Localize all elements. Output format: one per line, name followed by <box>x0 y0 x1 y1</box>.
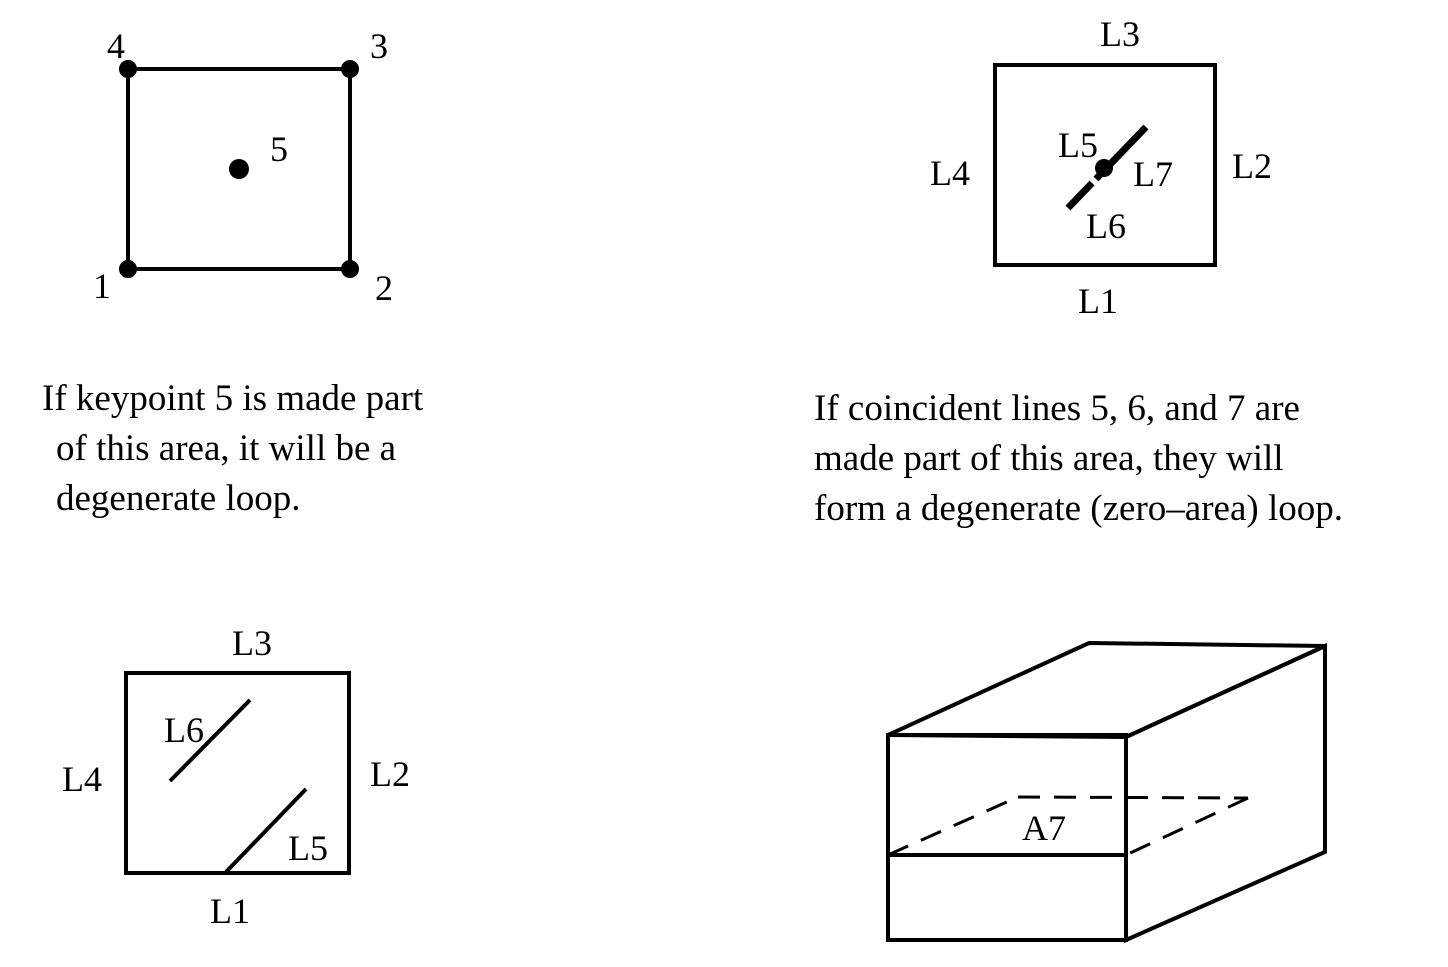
interior-lines-panel: L1 L2 L3 L4 L5 L6 <box>62 623 410 931</box>
coincident-line-l5-label: L5 <box>1058 125 1098 165</box>
caption-line: If coincident lines 5, 6, and 7 are <box>814 388 1300 429</box>
interior-line-l5 <box>224 787 308 874</box>
keypoint-loop-panel: 1 2 3 4 5 <box>93 26 393 308</box>
coincident-line-l1-label: L1 <box>1078 281 1118 321</box>
keypoint-4-label: 4 <box>107 26 125 66</box>
keypoint-2-dot <box>341 260 359 278</box>
caption-line: If keypoint 5 is made part <box>42 378 424 419</box>
coincident-line-l4-label: L4 <box>930 153 970 193</box>
area-a7-left-dashed-edge <box>887 795 1019 857</box>
interior-line-l5-label: L5 <box>288 828 328 868</box>
keypoint-3-dot <box>341 60 359 78</box>
box-right-face <box>1124 642 1327 944</box>
interior-line-l3-label: L3 <box>232 623 272 663</box>
keypoint-5-label: 5 <box>270 129 288 169</box>
keypoint-5-dot <box>229 159 249 179</box>
keypoint-1-dot <box>119 260 137 278</box>
box-area-panel: A7 <box>886 640 1327 944</box>
box-front-face <box>886 733 1128 942</box>
coincident-line-l3-label: L3 <box>1100 14 1140 54</box>
caption-line: made part of this area, they will <box>814 438 1284 479</box>
interior-line-l2-label: L2 <box>370 754 410 794</box>
interior-square <box>124 671 351 875</box>
keypoint-1-label: 1 <box>93 266 111 306</box>
area-a7-right-dashed-edge <box>1125 796 1249 857</box>
interior-line-l1-label: L1 <box>210 891 250 931</box>
coincident-line-l6-label: L6 <box>1086 206 1126 246</box>
caption-line: of this area, it will be a <box>56 428 397 469</box>
coincident-square <box>993 63 1217 267</box>
interior-line-l4-label: L4 <box>62 759 102 799</box>
keypoint-loop-caption: If keypoint 5 is made part of this area,… <box>42 374 423 524</box>
caption-line: form a degenerate (zero–area) loop. <box>814 488 1343 529</box>
box-top-face <box>887 640 1326 740</box>
coincident-line-l2-label: L2 <box>1232 146 1272 186</box>
coincident-junction-dot <box>1095 159 1113 177</box>
keypoint-square <box>126 67 352 271</box>
coincident-line-l7-label: L7 <box>1133 154 1173 194</box>
area-a7-label: A7 <box>1022 808 1066 848</box>
area-a7-back-dashed-edge <box>1017 795 1249 800</box>
coincident-lines-panel: L1 L2 L3 L4 L5 L6 L7 <box>930 14 1272 321</box>
keypoint-2-label: 2 <box>375 268 393 308</box>
caption-line: degenerate loop. <box>56 478 301 519</box>
keypoint-4-dot <box>119 60 137 78</box>
interior-line-l6 <box>168 698 252 783</box>
interior-line-l6-label: L6 <box>164 710 204 750</box>
coincident-lines-gap <box>1088 175 1100 187</box>
keypoint-3-label: 3 <box>370 26 388 66</box>
coincident-lines-caption: If coincident lines 5, 6, and 7 are made… <box>814 384 1343 534</box>
